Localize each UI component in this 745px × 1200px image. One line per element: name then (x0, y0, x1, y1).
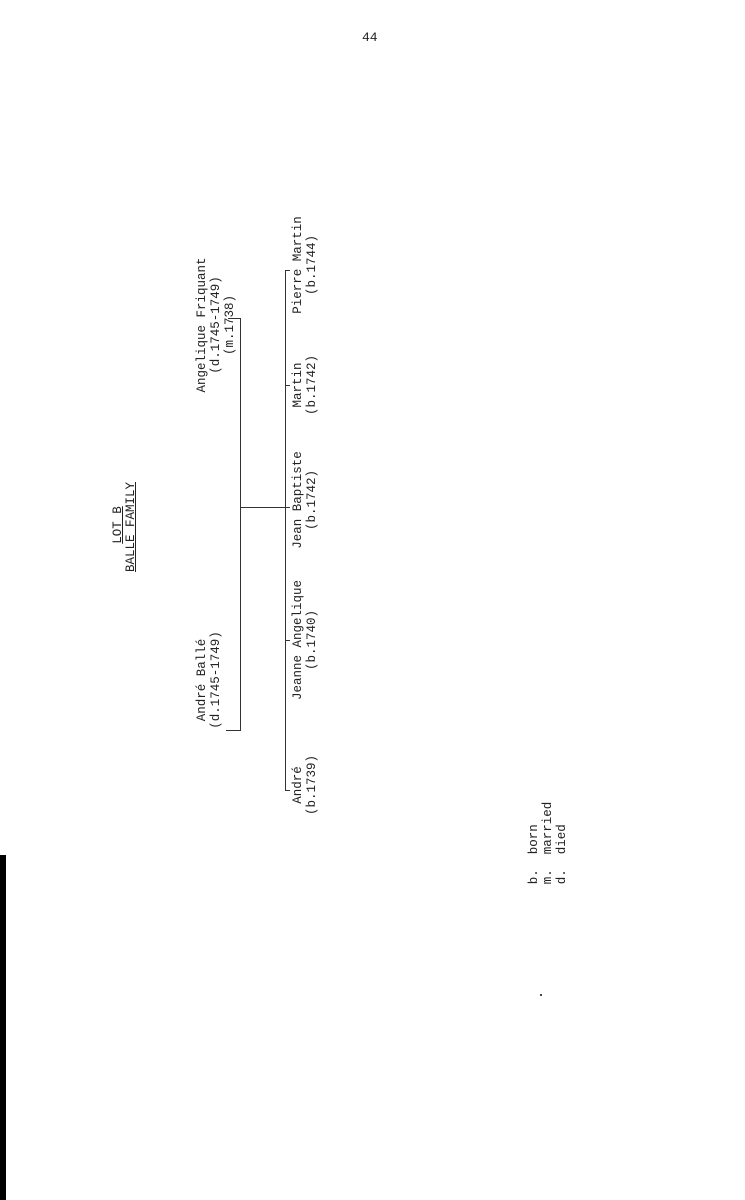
spouse-connector (226, 730, 241, 731)
legend-item: d. died (555, 824, 569, 885)
scan-edge-shadow (0, 855, 6, 1200)
child-tick (285, 790, 290, 791)
child-andre: André (b.1739) (291, 755, 319, 815)
parent-dates: (d.1745-1749) (209, 276, 223, 374)
child-tick (285, 507, 290, 508)
abbreviation-legend: b. born m. married d. died (527, 802, 569, 885)
parent-dates: (d.1745-1749) (209, 631, 223, 729)
descent-line (240, 507, 286, 508)
marriage-date: (m.1738) (223, 295, 237, 356)
child-jeanne-angelique: Jeanne Angelique (b.1740) (291, 580, 319, 700)
parent-name: André Ballé (195, 638, 209, 722)
child-dates: (b.1742) (305, 470, 319, 531)
child-name: Jeanne Angelique (291, 579, 305, 701)
child-name: Jean Baptiste (291, 451, 305, 549)
scan-speck (540, 994, 542, 996)
parent-andre-balle: André Ballé (d.1745-1749) (195, 631, 223, 729)
child-jean-baptiste: Jean Baptiste (b.1742) (291, 451, 319, 549)
child-tick (285, 270, 290, 271)
child-dates: (b.1742) (305, 354, 319, 416)
child-name: Martin (291, 362, 305, 408)
marriage-line (240, 318, 241, 731)
child-tick (285, 640, 290, 641)
parent-name: Angelique Friquant (195, 257, 209, 393)
family-heading: BALLE FAMILY (124, 481, 138, 573)
child-name: André (291, 766, 305, 804)
child-pierre-martin: Pierre Martin (b.1744) (291, 216, 319, 314)
spouse-connector (228, 318, 241, 319)
legend-item: b. born (527, 824, 541, 885)
child-dates: (b.1739) (305, 754, 319, 816)
child-name: Pierre Martin (291, 216, 305, 314)
parent-angelique-friquant: Angelique Friquant (d.1745-1749) (m.1738… (195, 257, 237, 392)
child-dates: (b.1744) (305, 235, 319, 296)
child-tick (285, 385, 290, 386)
legend-item: m. married (541, 801, 555, 885)
sibling-line (285, 270, 286, 791)
child-martin: Martin (b.1742) (291, 355, 319, 415)
lot-heading: LOT B (111, 506, 125, 544)
page-number: 44 (362, 30, 378, 45)
child-dates: (b.1740) (305, 610, 319, 671)
